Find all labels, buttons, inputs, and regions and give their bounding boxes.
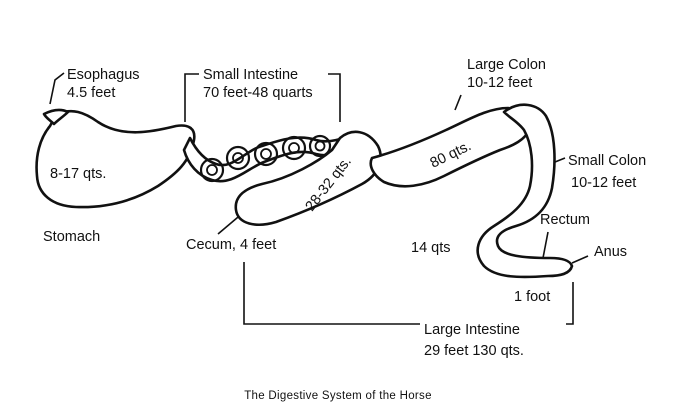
small-colon-label: Small Colon xyxy=(568,153,646,169)
large-colon-length-label: 10-12 feet xyxy=(467,75,532,91)
small-colon-shape xyxy=(476,103,574,279)
small-colon-length-label: 10-12 feet xyxy=(571,175,636,191)
stomach-label: Stomach xyxy=(43,229,100,245)
rectum-length-label: 1 foot xyxy=(514,289,550,305)
cecum-label: Cecum, 4 feet xyxy=(186,237,276,253)
small-intestine-size-label: 70 feet-48 quarts xyxy=(203,85,313,101)
esophagus-leader-line xyxy=(49,72,65,105)
small-intestine-bracket-right xyxy=(328,73,341,122)
large-intestine-bracket-right xyxy=(566,282,574,325)
rectum-label: Rectum xyxy=(540,212,590,228)
cecum-shape xyxy=(234,130,382,226)
esophagus-length-label: 4.5 feet xyxy=(67,85,115,101)
small-intestine-coils xyxy=(199,134,332,183)
small-intestine-bracket xyxy=(184,73,199,122)
esophagus-shape xyxy=(42,108,70,126)
anus-leader-line xyxy=(571,255,589,264)
small-intestine-label: Small Intestine xyxy=(203,67,298,83)
large-intestine-label: Large Intestine xyxy=(424,322,520,338)
large-colon-label: Large Colon xyxy=(467,57,546,73)
anus-label: Anus xyxy=(594,244,627,260)
stomach-volume-label: 8-17 qts. xyxy=(50,166,106,182)
stomach-shape xyxy=(35,109,196,209)
large-intestine-size-label: 29 feet 130 qts. xyxy=(424,343,524,359)
large-colon-leader-line xyxy=(454,94,462,111)
large-intestine-bracket xyxy=(243,262,420,325)
small-colon-leader-line xyxy=(554,157,566,163)
diagram-caption: The Digestive System of the Horse xyxy=(244,390,432,402)
small-colon-volume-label: 14 qts xyxy=(411,240,451,256)
rectum-leader-line xyxy=(542,231,549,259)
large-colon-shape xyxy=(369,106,533,188)
esophagus-label: Esophagus xyxy=(67,67,140,83)
